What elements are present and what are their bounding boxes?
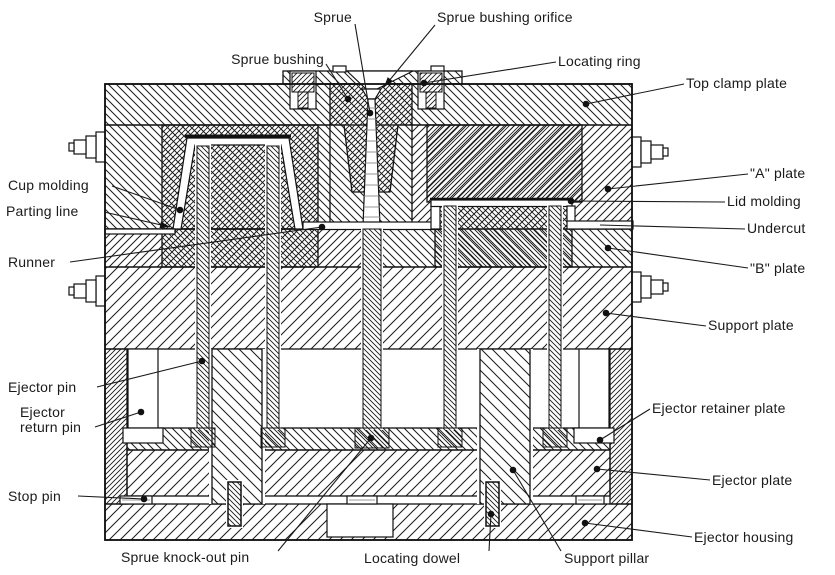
leader-line-support-pillar	[512, 469, 562, 552]
locating-dowel-right	[484, 480, 501, 528]
label-lid-molding: Lid molding	[727, 193, 801, 209]
label-ejector-return-pin-2: return pin	[20, 419, 81, 435]
label-ejector-pin: Ejector pin	[8, 379, 76, 395]
ejector-pin-lid-1	[437, 204, 463, 448]
leader-line-a-plate	[607, 173, 749, 190]
clamp-slot	[326, 503, 394, 538]
cavity-insert-lid	[426, 124, 583, 203]
leader-line-ejector-return-pin-2	[94, 411, 142, 428]
label-ejector-return-pin-1: Ejector	[20, 404, 65, 420]
leader-dot-a-plate	[604, 185, 612, 193]
leader-dot-support-pillar	[509, 466, 517, 474]
side-bolt-left-upper	[68, 131, 106, 163]
leader-line-undercut	[599, 224, 746, 230]
leader-line-ejector-pin	[96, 360, 203, 388]
side-bolt-right-upper	[631, 136, 669, 168]
ejector-pin-cup-1	[190, 144, 216, 448]
leader-lines	[69, 23, 749, 552]
leader-line-b-plate	[607, 247, 749, 269]
leader-dot-runner	[318, 223, 326, 231]
label-sprue-knock-out-pin: Sprue knock-out pin	[121, 549, 249, 565]
label-ejector-plate: Ejector plate	[712, 472, 792, 488]
leader-dot-cup-molding	[176, 206, 184, 214]
leader-line-ejector-plate	[596, 468, 711, 481]
leader-line-parting-line	[103, 211, 171, 228]
leader-arrow-sprue-bushing-orifice	[384, 77, 393, 87]
leader-dot-sprue	[366, 109, 374, 117]
side-bolt-left-lower	[68, 275, 106, 307]
label-b-plate: "B" plate	[750, 260, 805, 276]
label-locating-dowel: Locating dowel	[364, 550, 460, 566]
ejector-return-pin-left	[122, 348, 164, 444]
leader-dot-b-plate	[604, 244, 612, 252]
leader-line-cup-molding	[111, 185, 181, 211]
label-parting-line: Parting line	[6, 203, 78, 219]
stop-pins	[119, 495, 605, 505]
leader-line-stop-pin	[77, 495, 145, 500]
leader-line-support-plate	[605, 312, 707, 327]
locating-dowel-left	[226, 480, 243, 528]
mold-outline	[104, 83, 633, 541]
leader-dot-ejector-return-pin-2	[137, 408, 145, 416]
label-sprue-bushing-orifice: Sprue bushing orifice	[437, 9, 573, 25]
label-top-clamp-plate: Top clamp plate	[686, 75, 787, 91]
leader-dot-top-clamp-plate	[582, 100, 590, 108]
parting-line-seam	[104, 228, 176, 235]
ejector-plate-shape	[126, 449, 611, 497]
leader-arrow-parting-line	[159, 221, 170, 229]
leader-dot-locating-ring	[420, 79, 428, 87]
ejector-housing-bottom	[104, 503, 633, 541]
leader-dot-ejector-pin	[198, 357, 206, 365]
label-undercut: Undercut	[747, 220, 805, 236]
label-cup-molding: Cup molding	[8, 177, 89, 193]
leader-dot-sprue-knock-out-pin	[367, 434, 375, 442]
ejector-return-pin-right	[573, 348, 615, 444]
label-runner: Runner	[8, 254, 55, 270]
leader-line-sprue-bushing-orifice	[383, 24, 436, 88]
leader-dot-lid-molding	[567, 197, 575, 205]
label-ejector-housing: Ejector housing	[694, 529, 794, 545]
label-sprue: Sprue	[314, 9, 352, 25]
leader-line-sprue	[354, 23, 371, 114]
locating-ring-screw-left	[289, 70, 317, 110]
leader-dot-stop-pin	[140, 495, 148, 503]
leader-dot-sprue-bushing	[344, 95, 352, 103]
label-sprue-bushing: Sprue bushing	[231, 51, 324, 67]
leader-line-runner	[69, 226, 323, 263]
ejector-pin-cup-2	[260, 144, 286, 448]
leader-dot-locating-dowel	[487, 510, 495, 518]
leader-line-top-clamp-plate	[585, 83, 685, 105]
label-ejector-retainer-plate: Ejector retainer plate	[652, 400, 786, 416]
leader-line-sprue-knock-out-pin	[277, 437, 372, 552]
label-stop-pin: Stop pin	[8, 488, 61, 504]
leader-dot-ejector-plate	[593, 465, 601, 473]
label-support-pillar: Support pillar	[564, 550, 649, 566]
leader-line-locating-dowel	[488, 513, 492, 552]
leader-dot-ejector-housing	[581, 519, 589, 527]
locating-ring-screw-right	[417, 70, 445, 110]
label-a-plate: "A" plate	[750, 165, 805, 181]
leader-dot-support-plate	[602, 309, 610, 317]
undercut-shape	[566, 205, 576, 223]
support-pillar-right	[477, 348, 533, 505]
leader-line-lid-molding	[570, 200, 726, 203]
leader-dot-ejector-retainer-plate	[596, 436, 604, 444]
label-support-plate: Support plate	[708, 317, 794, 333]
leader-line-ejector-retainer-plate	[599, 408, 651, 441]
side-bolt-right-lower	[631, 271, 669, 303]
label-locating-ring: Locating ring	[558, 53, 641, 69]
ejector-pin-lid-2	[542, 204, 568, 448]
support-pillar-left	[209, 348, 265, 505]
core-insert-cup	[161, 228, 319, 268]
leader-line-ejector-housing	[584, 522, 693, 538]
leader-line-sprue-bushing	[325, 63, 349, 100]
leader-line-locating-ring	[423, 61, 557, 84]
